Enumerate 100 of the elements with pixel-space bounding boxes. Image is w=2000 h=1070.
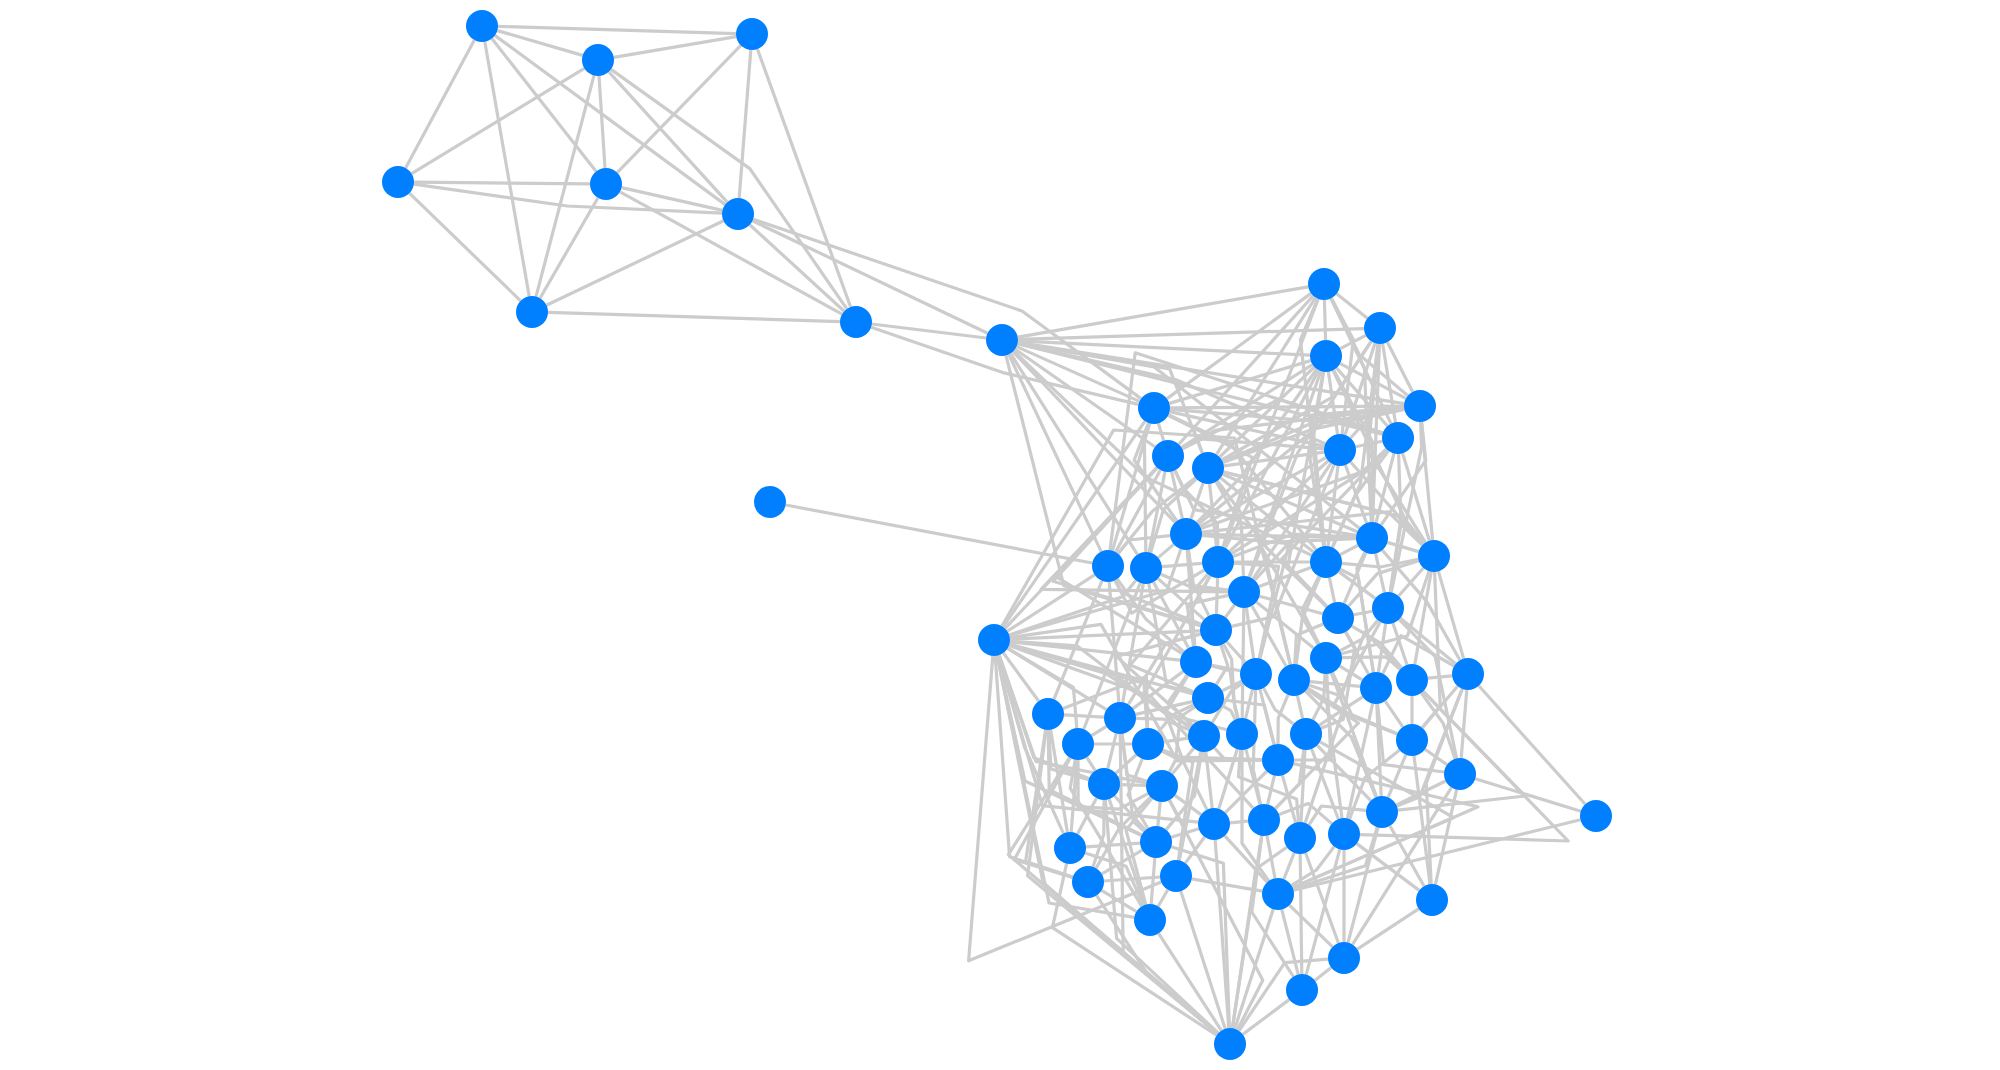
connection-line (1401, 452, 1431, 542)
connection-line (1376, 623, 1388, 673)
connection-line (967, 655, 1162, 963)
connection-line (1116, 476, 1197, 555)
connection-line (619, 190, 843, 316)
graph-node (1444, 758, 1476, 790)
connection-line (1231, 464, 1336, 628)
graph-node (1134, 904, 1166, 936)
connection-line (1214, 481, 1245, 577)
connection-line (1170, 827, 1200, 839)
connection-line (1374, 453, 1396, 523)
connection-line (1161, 749, 1209, 811)
graph-node (1240, 658, 1272, 690)
connection-line (1012, 757, 1074, 879)
graph-node (1214, 1028, 1246, 1060)
connection-line (870, 325, 1139, 406)
connection-line (1225, 640, 1247, 664)
connection-line (1399, 616, 1457, 666)
connection-line (1214, 577, 1220, 615)
graph-node (1032, 698, 1064, 730)
graph-node (1262, 744, 1294, 776)
connection-line (1313, 966, 1333, 982)
connection-line (748, 223, 846, 313)
connection-line (1241, 998, 1291, 1036)
connection-line (1170, 404, 1404, 410)
connection-line (1208, 483, 1218, 547)
connection-line (1052, 580, 1104, 700)
connection-line (1191, 877, 1263, 893)
connection-line (1376, 703, 1445, 774)
connection-line (1374, 553, 1386, 593)
connection-line (1076, 797, 1098, 835)
connection-line (1379, 421, 1428, 526)
connection-line (1119, 783, 1147, 787)
connection-line (1341, 655, 1402, 671)
connection-line (1167, 413, 1254, 548)
graph-node (1290, 718, 1322, 750)
graph-node (1366, 796, 1398, 828)
connection-line (1300, 575, 1321, 645)
connection-line (1420, 571, 1442, 729)
graph-node (1310, 546, 1342, 578)
connection-line (1250, 605, 1288, 667)
graph-node (1364, 312, 1396, 344)
connection-line (1341, 570, 1431, 656)
connection-line (1342, 850, 1346, 942)
connection-line (1262, 687, 1295, 726)
connection-line (1211, 664, 1240, 719)
graph-node (1308, 268, 1340, 300)
connection-line (1009, 622, 1262, 763)
connection-line (1230, 845, 1288, 1029)
connection-line (1304, 849, 1342, 975)
connection-line (1002, 652, 1040, 702)
connection-line (1049, 729, 1069, 833)
graph-node (754, 486, 786, 518)
connection-line (1436, 570, 1466, 660)
connection-line (1343, 342, 1377, 436)
connection-line (1094, 742, 1132, 746)
graph-node (840, 306, 872, 338)
connection-line (1223, 450, 1325, 468)
connection-line (1258, 565, 1312, 589)
connection-line (1278, 801, 1333, 825)
connection-line (1318, 695, 1364, 727)
connection-line (1329, 672, 1379, 798)
graph-node (1180, 646, 1212, 678)
connection-line (1009, 629, 1201, 641)
graph-node (1396, 664, 1428, 696)
connection-line (1114, 632, 1201, 727)
connection-line (1091, 800, 1106, 868)
connection-line (1329, 297, 1373, 523)
connection-line (1221, 704, 1237, 721)
connection-line (493, 34, 727, 206)
graph-node (1152, 440, 1184, 472)
connection-line (1100, 889, 1138, 913)
graph-node (1322, 602, 1354, 634)
graph-node (1278, 664, 1310, 696)
graph-node (1226, 718, 1258, 750)
connection-line (1386, 754, 1408, 798)
connection-line (1410, 696, 1414, 724)
connection-line (1167, 799, 1265, 1031)
graph-node (1310, 340, 1342, 372)
connection-line (410, 67, 586, 175)
graph-node (1062, 728, 1094, 760)
connection-line (1391, 622, 1409, 666)
connection-line (1331, 671, 1398, 736)
connection-line (1280, 909, 1300, 975)
connection-line (538, 197, 600, 299)
graph-node (986, 324, 1018, 356)
graph-node (1130, 552, 1162, 584)
connection-line (1009, 640, 1181, 662)
graph-node (978, 624, 1010, 656)
connection-line (1316, 744, 1372, 802)
connection-line (1211, 681, 1244, 724)
connection-line (1345, 703, 1375, 819)
connection-line (1216, 479, 1328, 608)
connection-line (871, 322, 987, 340)
connection-line (1412, 755, 1432, 885)
connection-line (496, 29, 584, 57)
connection-line (1258, 689, 1276, 745)
graph-node (1146, 770, 1178, 802)
connection-line (1320, 631, 1357, 730)
connection-line (1177, 294, 1315, 446)
